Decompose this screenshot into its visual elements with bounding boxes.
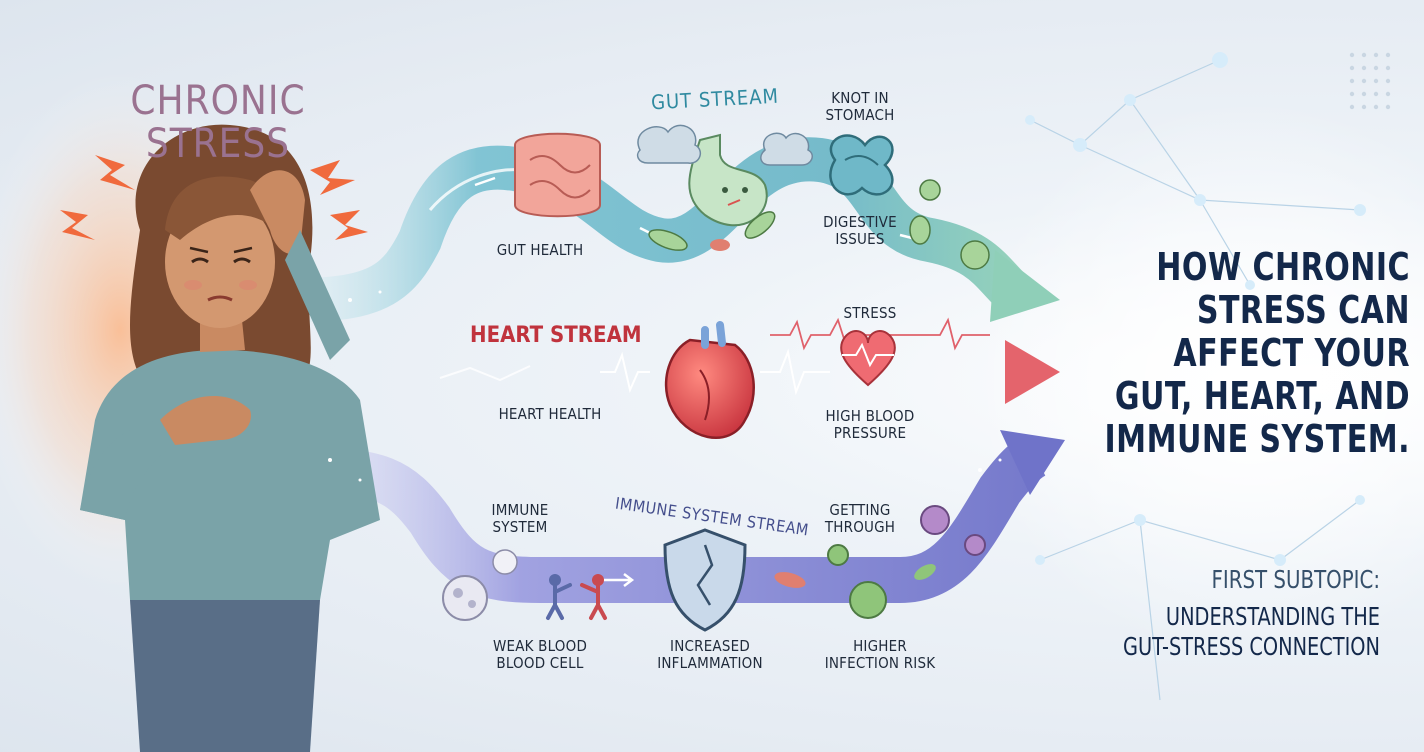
anatomical-heart-icon [664,321,755,439]
immune-system-label: IMMUNE SYSTEM [491,501,549,536]
heart-health-label: HEART HEALTH [498,405,602,423]
heartbeat-icon [840,329,896,387]
chronic-stress-title: CHRONIC STRESS [130,78,306,168]
increased-inflammation-label: INCREASED INFLAMMATION [657,637,763,672]
storm-cloud-icons [636,124,813,166]
gut-health-label: GUT HEALTH [496,241,584,259]
bacteria-icons [648,179,990,270]
sparkle-particles [328,290,1002,482]
ecg-line [770,317,990,351]
headline-title: HOW CHRONIC STRESS CAN AFFECT YOUR GUT, … [1104,245,1410,461]
fighting-figures-icon [546,574,607,620]
immune-stream-ribbon [299,430,1065,603]
intestine-icon [514,132,601,218]
digestive-issues-label: DIGESTIVE ISSUES [823,213,897,248]
stomach-icon [688,133,768,227]
stress-label: STRESS [843,304,897,322]
higher-infection-risk-label: HIGHER INFECTION RISK [824,637,936,672]
heart-stream-ribbon [290,340,1060,404]
network-nodes [1025,52,1366,566]
weak-blood-cell-label: WEAK BLOOD BLOOD CELL [492,637,588,672]
dot-grid-icon [1349,52,1391,110]
knot-icon [829,134,894,196]
knot-in-stomach-label: KNOT IN STOMACH [825,89,895,124]
virus-icons [774,505,986,619]
white-blood-cell-icon [442,549,518,621]
subtopic-kicker: FIRST SUBTOPIC: [1211,565,1380,594]
high-blood-pressure-label: HIGH BLOOD PRESSURE [825,407,915,442]
subtopic-text: UNDERSTANDING THE GUT-STRESS CONNECTION [1122,602,1380,661]
cracked-shield-icon [663,528,747,632]
lightning-bolt-icons [60,155,368,240]
stressed-woman-illustration [80,124,380,752]
headline-glow [970,100,1424,660]
heart-stream-title: HEART STREAM [470,323,642,348]
getting-through-label: GETTING THROUGH [824,501,896,536]
